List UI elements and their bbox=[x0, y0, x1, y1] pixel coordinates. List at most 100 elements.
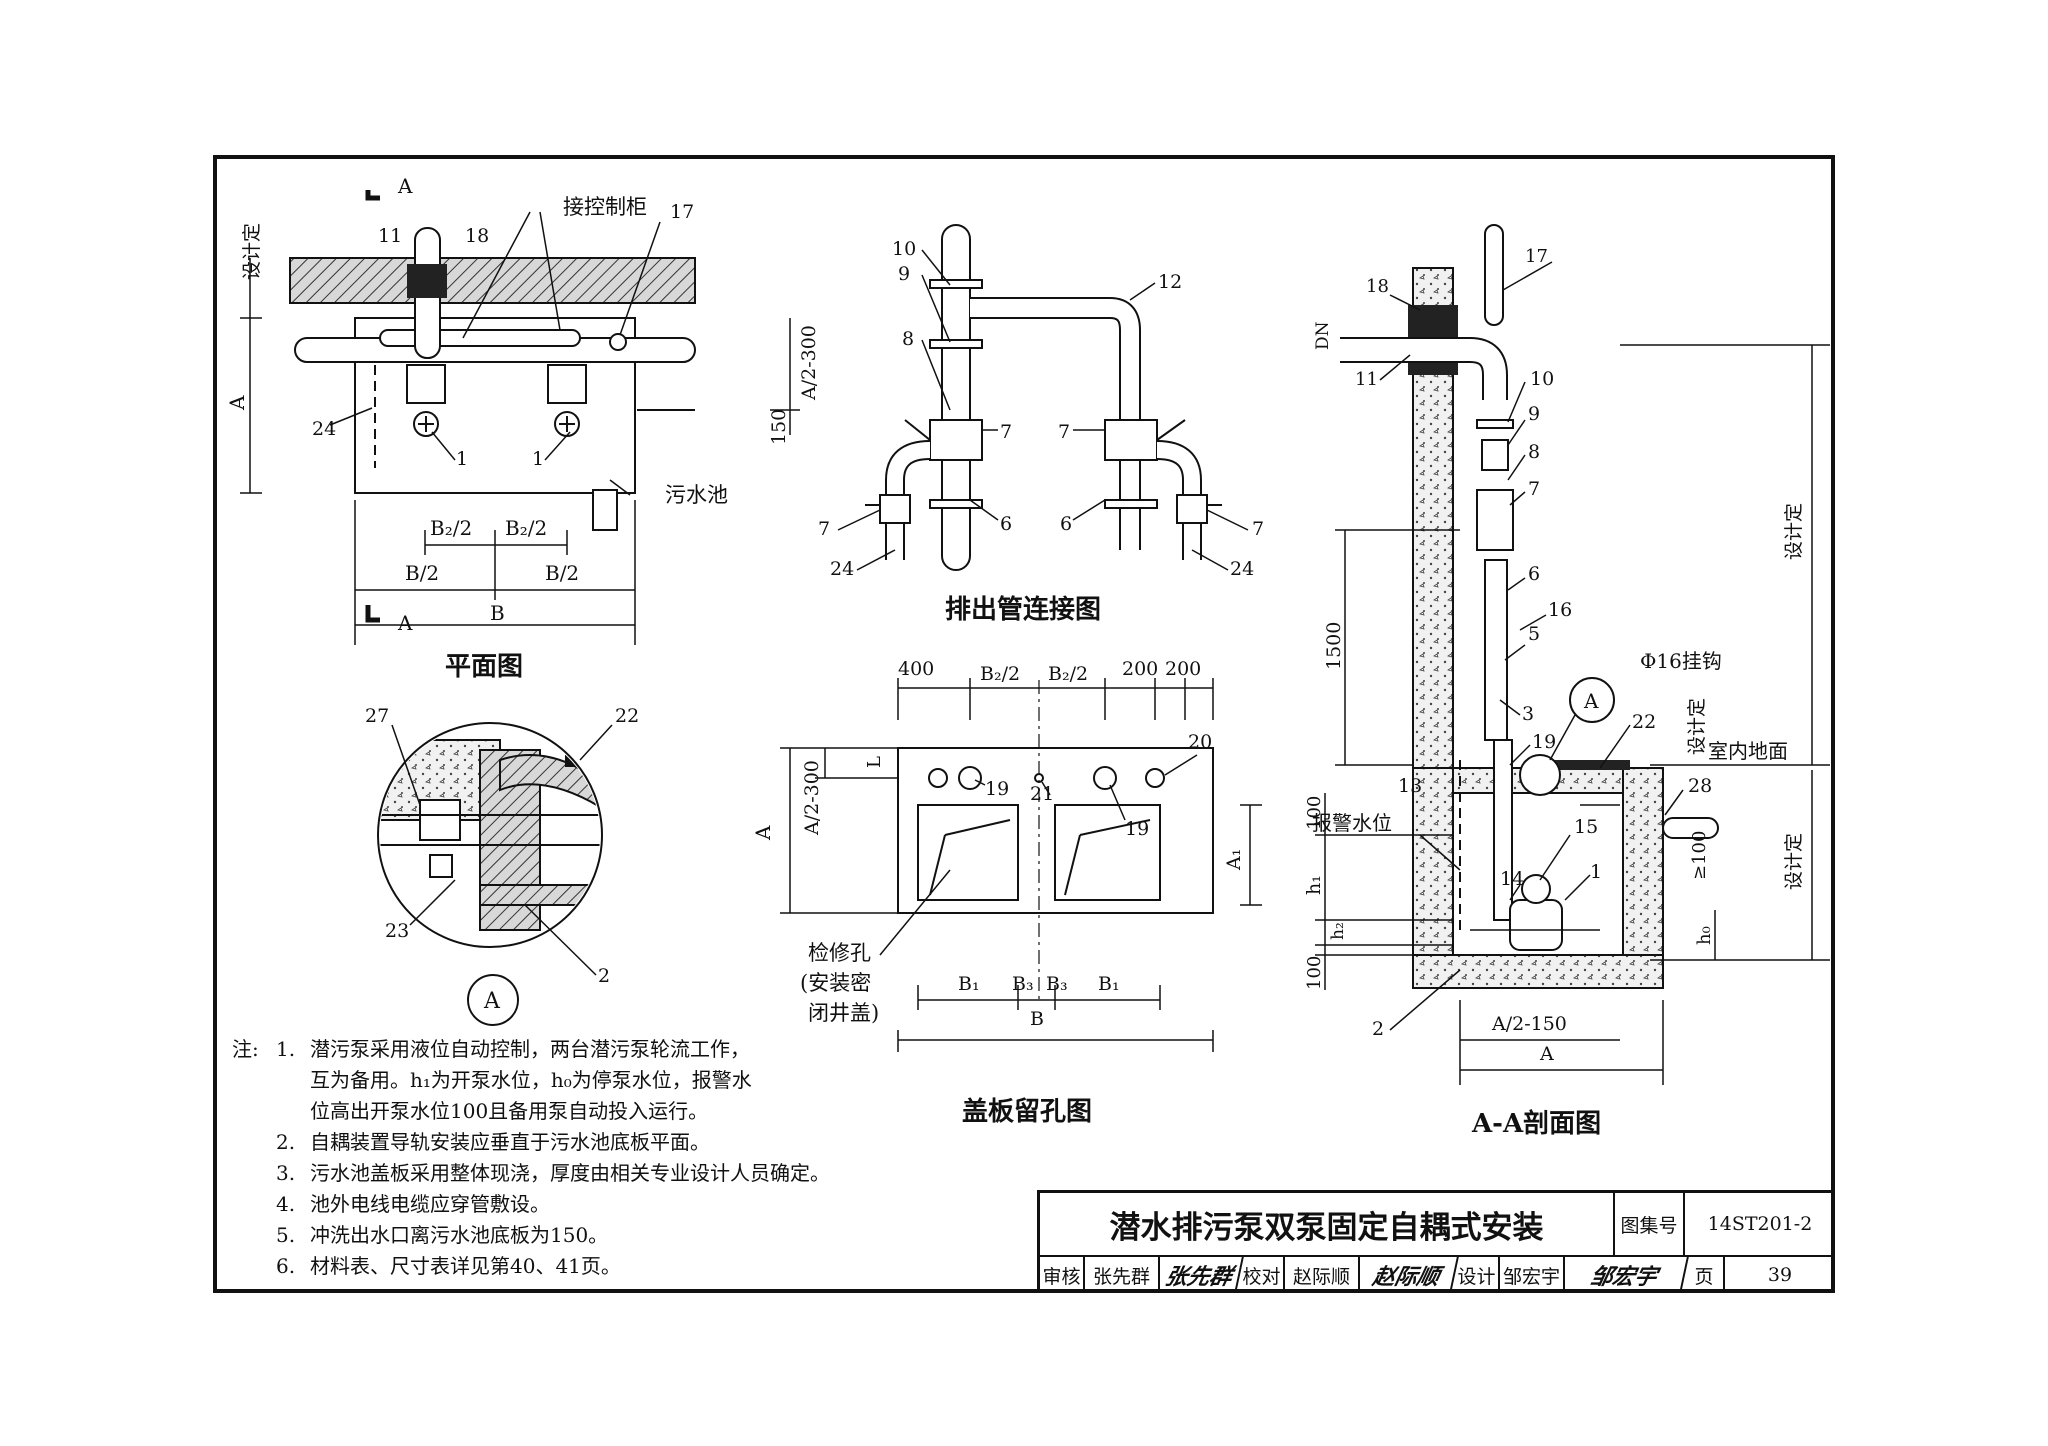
cover-view: 400 B₂/2 B₂/2 200 200 L A/2-300 A A₁ B₁ … bbox=[751, 658, 1262, 1127]
section-callout: 10 bbox=[1530, 368, 1554, 390]
section-ge100: ≥100 bbox=[1689, 831, 1710, 880]
plan-control-cabinet: 接控制柜 bbox=[563, 195, 647, 219]
section-callout: 2 bbox=[1372, 1018, 1384, 1040]
section-design-fixed-mid: 设计定 bbox=[1686, 698, 1708, 755]
discharge-callout: 10 bbox=[892, 238, 916, 260]
discharge-callout: 6 bbox=[1000, 513, 1012, 535]
notes-label: 注: bbox=[232, 1037, 259, 1061]
cover-dim-b1-b: B₁ bbox=[1098, 973, 1120, 995]
section-callout: 22 bbox=[1632, 711, 1656, 733]
discharge-callout: 7 bbox=[1000, 421, 1012, 443]
cover-dim-a: A bbox=[751, 825, 775, 841]
section-callout: 13 bbox=[1398, 775, 1422, 797]
discharge-callout: 7 bbox=[1058, 421, 1070, 443]
section-callout: 19 bbox=[1532, 731, 1556, 753]
section-callout: 6 bbox=[1528, 563, 1540, 585]
title-block: 潜水排污泵双泵固定自耦式安装 图集号 14ST201-2 审核 张先群 张先群 … bbox=[1037, 1190, 1835, 1293]
checker-name: 赵际顺 bbox=[1285, 1257, 1360, 1293]
reviewer-name: 张先群 bbox=[1085, 1257, 1160, 1293]
plan-callout: 17 bbox=[670, 201, 694, 223]
plan-dim-a: A bbox=[225, 395, 249, 411]
section-callout: 5 bbox=[1528, 623, 1540, 645]
plan-dim-150: 150 bbox=[768, 409, 790, 445]
discharge-callout: 24 bbox=[830, 558, 854, 580]
plan-callout: 18 bbox=[465, 225, 489, 247]
discharge-callout: 8 bbox=[902, 328, 914, 350]
plan-dim-a2-300: A/2-300 bbox=[798, 325, 820, 401]
section-callout: 3 bbox=[1522, 703, 1534, 725]
section-h0: h₀ bbox=[1694, 926, 1715, 945]
section-callout: 28 bbox=[1688, 775, 1712, 797]
section-callout: 8 bbox=[1528, 441, 1540, 463]
section-callout: 7 bbox=[1528, 478, 1540, 500]
plan-dim-b2-left: B₂/2 bbox=[430, 516, 472, 540]
plan-dim-b: B bbox=[490, 601, 505, 625]
checker-signature: 赵际顺 bbox=[1356, 1257, 1459, 1293]
reviewer-signature: 张先群 bbox=[1156, 1257, 1244, 1293]
plan-sewage-pool: 污水池 bbox=[665, 483, 728, 507]
note-item-5: 5. 冲洗出水口离污水池底板为150。 bbox=[276, 1223, 609, 1247]
cover-dim-200-a: 200 bbox=[1122, 658, 1158, 680]
detail-callout: 23 bbox=[385, 920, 409, 942]
discharge-title: 排出管连接图 bbox=[945, 595, 1101, 625]
page-label: 页 bbox=[1685, 1257, 1725, 1293]
detail-callout: 22 bbox=[615, 705, 639, 727]
section-callout: 1 bbox=[1590, 861, 1602, 883]
cover-dim-200-b: 200 bbox=[1165, 658, 1201, 680]
drawing-title: 潜水排污泵双泵固定自耦式安装 bbox=[1040, 1193, 1615, 1257]
discharge-callout: 7 bbox=[818, 518, 830, 540]
section-callout: 17 bbox=[1525, 246, 1548, 267]
cover-callout: 19 bbox=[985, 778, 1009, 800]
section-h2: h₂ bbox=[1328, 922, 1348, 940]
section-callout: 9 bbox=[1528, 403, 1540, 425]
plan-view: A A 设计定 接控制柜 污水池 A A/2-300 150 B₂/2 B₂/2… bbox=[225, 174, 820, 682]
cover-dim-b2-b: B₂/2 bbox=[1048, 663, 1088, 685]
note-line: 位高出开泵水位100且备用泵自动投入运行。 bbox=[310, 1099, 709, 1123]
check-label: 校对 bbox=[1240, 1257, 1285, 1293]
section-callout: 14 bbox=[1500, 868, 1524, 890]
discharge-callout: 7 bbox=[1252, 518, 1264, 540]
plan-section-mark-bottom: A bbox=[397, 611, 413, 635]
section-dim-100-bottom: 100 bbox=[1304, 956, 1325, 990]
cover-dim-b3-a: B₃ bbox=[1012, 973, 1034, 995]
note-item-4: 4. 池外电线电缆应穿管敷设。 bbox=[276, 1192, 550, 1216]
section-detail-ref: A bbox=[1583, 689, 1599, 713]
section-callout: 16 bbox=[1548, 599, 1572, 621]
cover-dim-a2-300: A/2-300 bbox=[801, 760, 823, 836]
drawing-frame bbox=[213, 155, 1835, 1293]
cover-title: 盖板留孔图 bbox=[962, 1096, 1092, 1127]
section-dn: DN bbox=[1313, 321, 1333, 350]
detail-a: A 27 22 23 2 bbox=[365, 705, 639, 1026]
section-design-fixed-low: 设计定 bbox=[1783, 833, 1805, 890]
plan-section-mark: A bbox=[397, 174, 413, 198]
cover-callout: 20 bbox=[1188, 731, 1212, 753]
plan-callout: 1 bbox=[532, 448, 544, 470]
atlas-label: 图集号 bbox=[1615, 1193, 1685, 1257]
note-item-3: 3. 污水池盖板采用整体现浇，厚度由相关专业设计人员确定。 bbox=[276, 1161, 830, 1185]
section-dim-100-top: 100 bbox=[1304, 796, 1325, 830]
section-dim-a2-150: A/2-150 bbox=[1491, 1013, 1567, 1035]
section-callout: 11 bbox=[1355, 369, 1378, 390]
cover-dim-b2-a: B₂/2 bbox=[980, 663, 1020, 685]
detail-callout: 27 bbox=[365, 705, 389, 727]
cover-dim-a1: A₁ bbox=[1223, 849, 1245, 871]
cover-dim-b1-a: B₁ bbox=[958, 973, 980, 995]
cover-inspection-2: (安装密 bbox=[800, 971, 871, 995]
discharge-callout: 24 bbox=[1230, 558, 1254, 580]
discharge-callout: 6 bbox=[1060, 513, 1072, 535]
review-label: 审核 bbox=[1040, 1257, 1085, 1293]
cover-callout: 21 bbox=[1030, 783, 1054, 805]
note-line: 互为备用。h₁为开泵水位，h₀为停泵水位，报警水 bbox=[310, 1068, 752, 1092]
plan-dim-b-right: B/2 bbox=[545, 561, 579, 585]
discharge-view: 10 9 8 12 7 7 7 7 6 6 24 24 排出管连接图 bbox=[818, 224, 1264, 625]
plan-design-fixed: 设计定 bbox=[241, 223, 263, 280]
cover-inspection-1: 检修孔 bbox=[808, 941, 871, 965]
section-callout: 15 bbox=[1574, 816, 1598, 838]
note-item-1: 注: 1. 潜污泵采用液位自动控制，两台潜污泵轮流工作， bbox=[232, 1034, 1062, 1065]
section-indoor-floor: 室内地面 bbox=[1708, 739, 1788, 763]
plan-callout: 11 bbox=[378, 225, 402, 247]
cover-inspection-3: 闭井盖) bbox=[808, 1001, 879, 1025]
plan-dim-b-left: B/2 bbox=[405, 561, 439, 585]
